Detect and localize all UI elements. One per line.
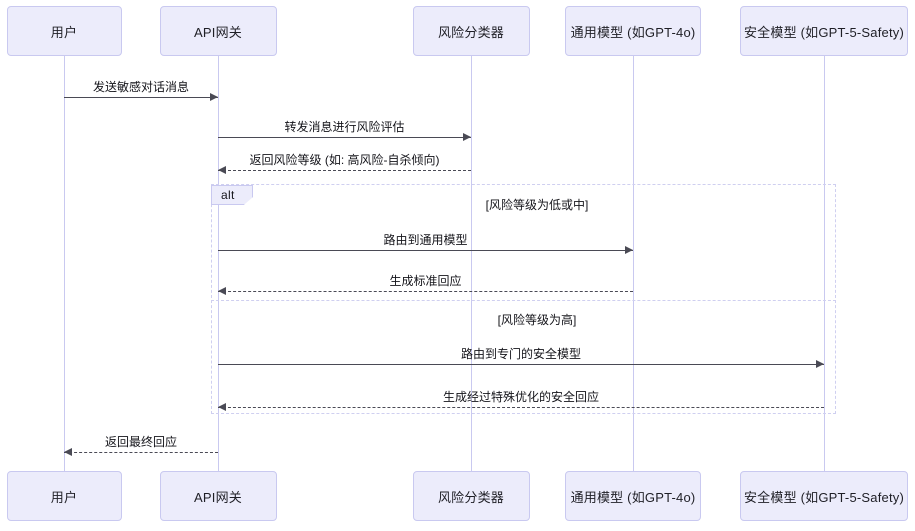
message-label-1: 发送敏感对话消息 [92, 80, 190, 94]
message-arrowhead-1 [210, 93, 218, 101]
message-line-6 [218, 364, 824, 365]
lifeline-2 [218, 56, 219, 471]
message-line-4 [218, 250, 633, 251]
message-arrowhead-8 [64, 448, 72, 456]
participant-bottom-1[interactable]: 用户 [6, 471, 122, 521]
participant-bottom-4[interactable]: 通用模型 (如GPT-4o) [565, 471, 701, 521]
participant-bottom-2[interactable]: API网关 [159, 471, 277, 521]
message-line-7 [218, 407, 824, 408]
message-line-1 [64, 97, 218, 98]
message-label-3: 返回风险等级 (如: 高风险-自杀倾向) [249, 153, 440, 167]
participant-top-4[interactable]: 通用模型 (如GPT-4o) [565, 6, 701, 56]
alt-fragment-frame [211, 184, 836, 414]
message-arrowhead-6 [816, 360, 824, 368]
message-arrowhead-7 [218, 403, 226, 411]
message-label-5: 生成标准回应 [389, 274, 462, 288]
message-line-3 [218, 170, 471, 171]
participant-top-1[interactable]: 用户 [6, 6, 122, 56]
message-label-8: 返回最终回应 [104, 435, 178, 449]
lifeline-4 [633, 56, 634, 471]
alt-branch-condition-2: [风险等级为高] [497, 313, 577, 327]
message-arrowhead-5 [218, 287, 226, 295]
message-arrowhead-4 [625, 246, 633, 254]
alt-branch-condition-1: [风险等级为低或中] [485, 198, 589, 212]
participant-bottom-5[interactable]: 安全模型 (如GPT-5-Safety) [740, 471, 908, 521]
message-line-2 [218, 137, 471, 138]
message-line-5 [218, 291, 633, 292]
lifeline-3 [471, 56, 472, 471]
participant-top-2[interactable]: API网关 [159, 6, 277, 56]
message-arrowhead-2 [463, 133, 471, 141]
lifeline-5 [824, 56, 825, 471]
message-arrowhead-3 [218, 166, 226, 174]
message-label-6: 路由到专门的安全模型 [460, 347, 582, 361]
alt-fragment-label: alt [211, 185, 253, 205]
participant-top-5[interactable]: 安全模型 (如GPT-5-Safety) [740, 6, 908, 56]
message-label-7: 生成经过特殊优化的安全回应 [442, 390, 600, 404]
alt-branch-divider [211, 300, 836, 301]
message-label-4: 路由到通用模型 [383, 233, 468, 247]
lifeline-1 [64, 56, 65, 471]
message-line-8 [64, 452, 218, 453]
participant-top-3[interactable]: 风险分类器 [412, 6, 530, 56]
participant-bottom-3[interactable]: 风险分类器 [412, 471, 530, 521]
message-label-2: 转发消息进行风险评估 [284, 120, 405, 134]
